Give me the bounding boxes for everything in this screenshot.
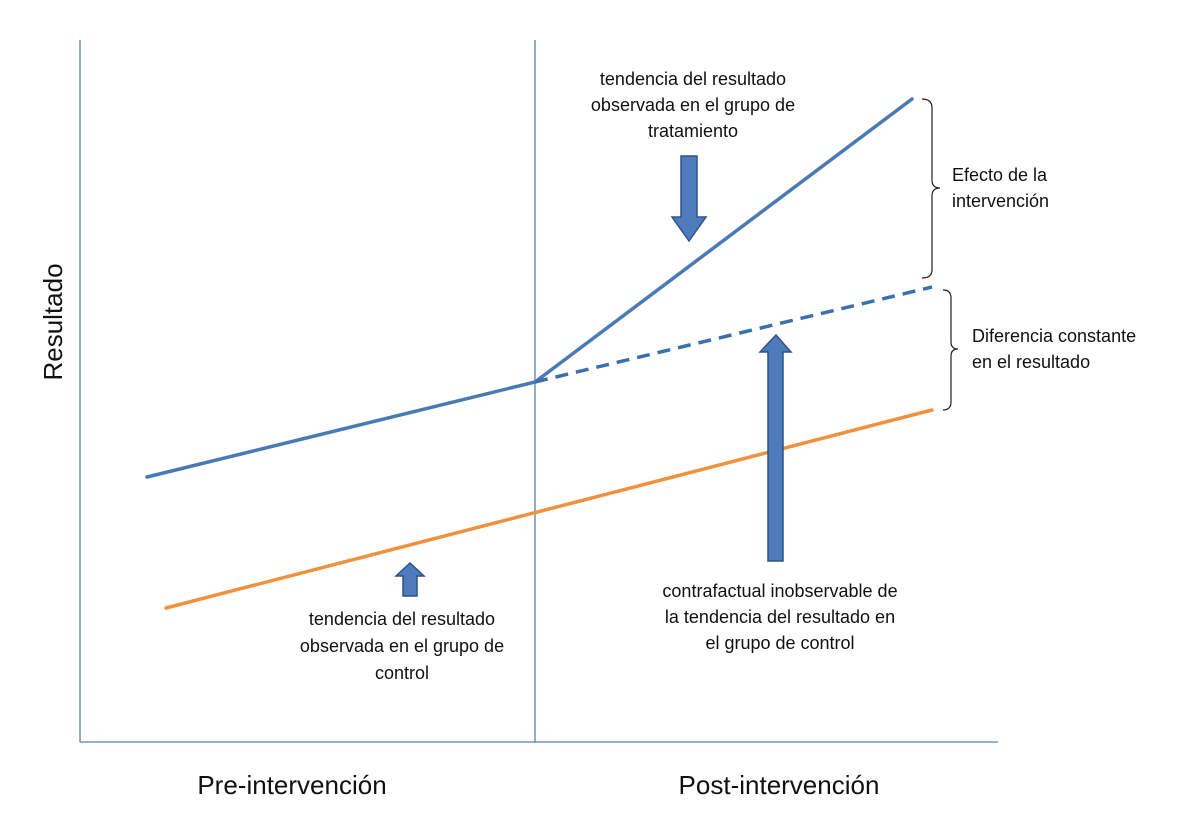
effect-annotation: Efecto de la intervención: [952, 165, 1049, 211]
control-trend-line-1: tendencia del resultado: [309, 609, 495, 629]
counterfactual-arrow: [758, 333, 793, 562]
control-trend-line-3: control: [375, 663, 429, 683]
treatment-trend-line-1: tendencia del resultado: [600, 69, 786, 89]
control-trend-annotation: tendencia del resultado observada en el …: [300, 609, 504, 683]
control-arrow: [394, 561, 426, 597]
counterfactual-annotation: contrafactual inobservable de la tendenc…: [662, 581, 897, 653]
counterfactual-line: [534, 285, 933, 384]
post-period-label: Post-intervención: [679, 770, 880, 800]
pre-period-label: Pre-intervención: [197, 770, 386, 800]
treatment-trend-line-2: observada en el grupo de: [591, 95, 795, 115]
constant-difference-line-1: Diferencia constante: [972, 326, 1136, 346]
counterfactual-line-2: la tendencia del resultado en: [665, 607, 895, 627]
effect-bracket: [921, 98, 941, 279]
treatment-trend-annotation: tendencia del resultado observada en el …: [591, 69, 795, 141]
control-line: [164, 408, 934, 610]
counterfactual-line-3: el grupo de control: [705, 633, 854, 653]
treatment-trend-line-3: tratamiento: [648, 121, 738, 141]
y-axis-label: Resultado: [38, 263, 68, 380]
constant-difference-bracket: [942, 289, 959, 411]
effect-line-2: intervención: [952, 191, 1049, 211]
counterfactual-line-1: contrafactual inobservable de: [662, 581, 897, 601]
constant-difference-annotation: Diferencia constante en el resultado: [972, 326, 1136, 372]
constant-difference-line-2: en el resultado: [972, 352, 1090, 372]
treatment-arrow: [670, 155, 708, 243]
control-trend-line-2: observada en el grupo de: [300, 636, 504, 656]
effect-line-1: Efecto de la: [952, 165, 1048, 185]
treatment-line-pre: [145, 380, 537, 479]
treatment-line-post: [533, 97, 914, 384]
